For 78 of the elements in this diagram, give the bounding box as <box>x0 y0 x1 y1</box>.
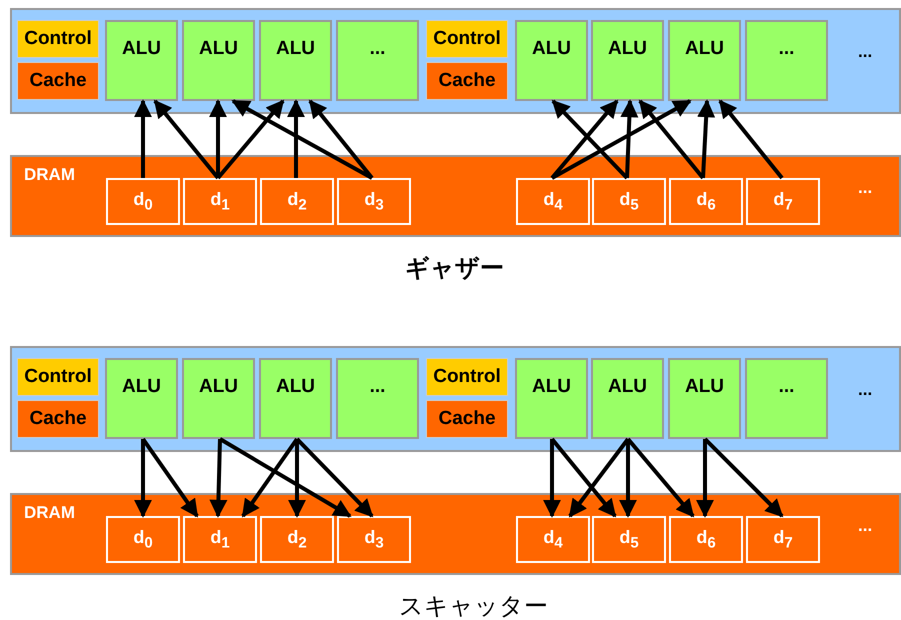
arrow <box>620 99 638 178</box>
data-box: d$_{0}$ <box>106 178 180 225</box>
alu-box: ... <box>745 358 828 439</box>
arrow <box>241 438 299 518</box>
arrow <box>296 438 374 518</box>
band-label: DRAM <box>24 165 75 185</box>
alu-box: ALU <box>668 358 741 439</box>
dram-band <box>10 155 901 237</box>
arrow <box>141 438 199 518</box>
arrow <box>543 439 561 518</box>
alu-box: ALU <box>259 20 332 101</box>
ellipsis-text: ... <box>858 178 872 198</box>
data-box: d$_{5}$ <box>592 178 666 225</box>
caption: ギャザー <box>405 254 504 284</box>
data-box: d$_{0}$ <box>106 516 180 563</box>
alu-box: ALU <box>182 20 255 101</box>
arrow <box>550 438 617 518</box>
alu-box: ALU <box>105 20 178 101</box>
cache-box: Cache <box>426 62 508 100</box>
arrow <box>134 99 152 178</box>
control-box: Control <box>17 358 99 396</box>
alu-box: ALU <box>591 358 664 439</box>
arrow <box>216 100 285 180</box>
alu-box: ALU <box>182 358 255 439</box>
arrow <box>153 100 220 180</box>
data-box: d$_{7}$ <box>746 178 820 225</box>
data-box: d$_{2}$ <box>260 516 334 563</box>
arrow <box>638 100 705 180</box>
band-label: DRAM <box>24 503 75 523</box>
arrow <box>231 99 373 180</box>
band <box>10 346 901 452</box>
arrow <box>619 439 637 518</box>
dram-band <box>10 493 901 575</box>
data-box: d$_{7}$ <box>746 516 820 563</box>
cache-box: Cache <box>426 400 508 438</box>
data-box: d$_{2}$ <box>260 178 334 225</box>
cache-box: Cache <box>17 400 99 438</box>
arrow <box>568 438 630 518</box>
data-box: d$_{3}$ <box>337 516 411 563</box>
data-box: d$_{6}$ <box>669 516 743 563</box>
data-box: d$_{1}$ <box>183 178 257 225</box>
alu-box: ALU <box>105 358 178 439</box>
arrow <box>551 99 692 180</box>
alu-box: ALU <box>591 20 664 101</box>
alu-box: ALU <box>515 20 588 101</box>
ellipsis-text: ... <box>858 42 872 62</box>
arrow <box>718 100 784 180</box>
arrow <box>704 438 784 518</box>
alu-box: ALU <box>259 358 332 439</box>
alu-box: ALU <box>668 20 741 101</box>
data-box: d$_{6}$ <box>669 178 743 225</box>
arrow <box>218 437 352 518</box>
arrow <box>287 99 305 178</box>
alu-box: ... <box>745 20 828 101</box>
data-box: d$_{1}$ <box>183 516 257 563</box>
data-box: d$_{4}$ <box>516 516 590 563</box>
arrow <box>209 99 227 178</box>
ellipsis-text: ... <box>858 516 872 536</box>
arrow <box>209 438 228 518</box>
arrow <box>696 439 714 518</box>
data-box: d$_{4}$ <box>516 178 590 225</box>
control-box: Control <box>426 358 508 396</box>
ellipsis-text: ... <box>858 380 872 400</box>
arrow <box>134 439 152 518</box>
arrow <box>308 100 374 180</box>
arrow <box>697 99 716 178</box>
alu-box: ... <box>336 358 419 439</box>
arrow <box>626 438 695 518</box>
cache-box: Cache <box>17 62 99 100</box>
alu-box: ALU <box>515 358 588 439</box>
alu-box: ... <box>336 20 419 101</box>
band <box>10 8 901 114</box>
data-box: d$_{3}$ <box>337 178 411 225</box>
caption: スキャッター <box>399 592 548 620</box>
control-box: Control <box>17 20 99 58</box>
control-box: Control <box>426 20 508 58</box>
arrow <box>288 439 306 518</box>
data-box: d$_{5}$ <box>592 516 666 563</box>
